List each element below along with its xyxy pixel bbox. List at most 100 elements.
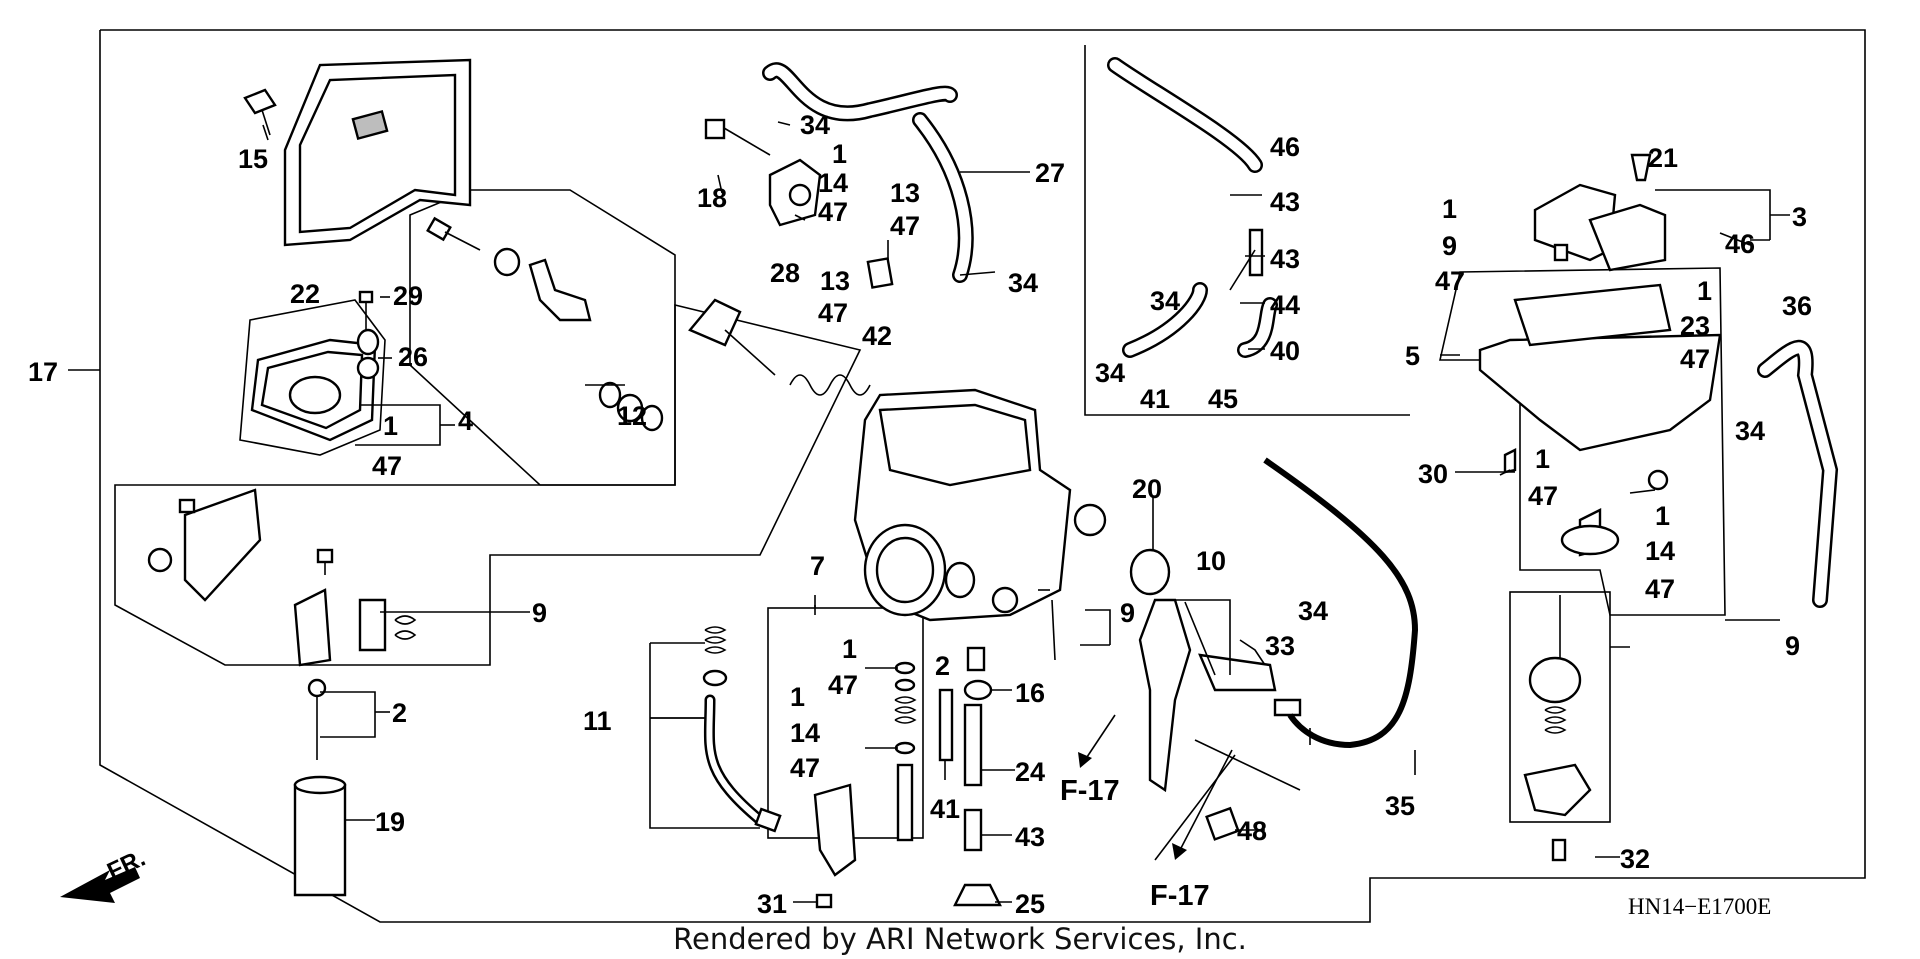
- callout: 47: [1645, 574, 1675, 604]
- callout: 1: [1535, 444, 1550, 474]
- callout: 9: [532, 598, 547, 628]
- callout: 31: [757, 889, 787, 919]
- callout: 22: [290, 279, 320, 309]
- callout: 11: [583, 706, 612, 736]
- callout: 7: [810, 551, 825, 581]
- callout: 13: [820, 266, 850, 296]
- callout: 47: [1528, 481, 1558, 511]
- callout: 41: [930, 794, 960, 824]
- callout: 1: [842, 634, 857, 664]
- pump-parts-12: [426, 216, 664, 432]
- callout: 1: [1655, 501, 1670, 531]
- callout: 32: [1620, 844, 1650, 874]
- screw-29-part: [356, 290, 380, 380]
- callout: 3: [1792, 202, 1807, 232]
- callout: 47: [790, 753, 820, 783]
- callout: 47: [372, 451, 402, 481]
- callout: 42: [862, 321, 892, 351]
- diaphragm-cover-part: [250, 338, 377, 442]
- callout: 23: [1680, 311, 1710, 341]
- group-4-gasket: [239, 299, 386, 456]
- misc-parts: [1129, 340, 1839, 841]
- callout: 28: [770, 258, 800, 288]
- callout: 34: [1735, 416, 1765, 446]
- top-cover-part: [283, 58, 472, 247]
- leader-lines: [68, 121, 1790, 903]
- sensor-28-part: [704, 118, 894, 289]
- callout: 47: [890, 211, 920, 241]
- carburetor-body: [853, 388, 1107, 622]
- callout: 20: [1132, 474, 1162, 504]
- callout: 34: [1150, 286, 1180, 316]
- callout: 29: [393, 281, 423, 311]
- drawing-code: HN14−E1700E: [1628, 894, 1771, 919]
- ref-label-f17: F-17: [1060, 775, 1120, 807]
- callout: 30: [1418, 459, 1448, 489]
- callout: 5: [1405, 341, 1420, 371]
- callout: 45: [1208, 384, 1238, 414]
- callout: 44: [1270, 290, 1300, 320]
- callout: 9: [1442, 231, 1457, 261]
- callout: 47: [1435, 266, 1465, 296]
- jets-group: [813, 646, 1002, 909]
- callout: 35: [1385, 791, 1415, 821]
- callout: 46: [1725, 229, 1755, 259]
- callout: 1: [832, 139, 847, 169]
- callout: 47: [818, 298, 848, 328]
- assembly-17-boundary: [99, 29, 1866, 923]
- callout: 47: [818, 197, 848, 227]
- callout: 43: [1270, 187, 1300, 217]
- ref-arrows: [1078, 714, 1301, 861]
- callout: 2: [392, 698, 407, 728]
- throttle-lever-10: [1138, 598, 1302, 793]
- callout: 34: [1095, 358, 1125, 388]
- throttle-linkage: [147, 298, 871, 667]
- callout: 27: [1035, 158, 1065, 188]
- callout: 9: [1785, 631, 1800, 661]
- group-8-outline: [114, 303, 862, 666]
- callout: 17: [28, 357, 58, 387]
- callout: 43: [1015, 822, 1045, 852]
- callout: 19: [375, 807, 405, 837]
- ref-label-f17: F-17: [1150, 880, 1210, 912]
- callout: 14: [790, 718, 820, 748]
- callout: 4: [458, 406, 473, 436]
- callout: 2: [935, 651, 950, 681]
- callout: 43: [1270, 244, 1300, 274]
- callout: 1: [1697, 276, 1712, 306]
- callout: 41: [1140, 384, 1170, 414]
- callout-labels: 17 15 22 29 26 1 4 47 12 18 34 1 14 47 1…: [28, 110, 1812, 919]
- callout: 21: [1648, 143, 1678, 173]
- callout: 40: [1270, 336, 1300, 366]
- callout: 46: [1270, 132, 1300, 162]
- callout: 47: [828, 670, 858, 700]
- callout: 25: [1015, 889, 1045, 919]
- callout: 15: [238, 144, 268, 174]
- callout: 26: [398, 342, 428, 372]
- footer-credit: Rendered by ARI Network Services, Inc.: [673, 922, 1247, 956]
- screw-15-part: [243, 88, 277, 136]
- callout: 47: [1680, 344, 1710, 374]
- callout: 16: [1015, 678, 1045, 708]
- callout: 33: [1265, 631, 1295, 661]
- float-chamber: [1478, 153, 1751, 557]
- callout: 34: [1008, 268, 1038, 298]
- hoses-40-45: [1107, 57, 1278, 358]
- callout: 1: [790, 682, 805, 712]
- group-9-box: [1509, 591, 1611, 823]
- callout: 1: [383, 411, 398, 441]
- vent-hose-27: [762, 62, 974, 283]
- callout: 34: [1298, 596, 1328, 626]
- needle-slide-19: [293, 678, 347, 897]
- choke-cable-11: [702, 626, 782, 833]
- diaphragm-9: [1523, 595, 1592, 862]
- group-45-box: [1084, 45, 1410, 416]
- callout: 36: [1782, 291, 1812, 321]
- callout: 12: [617, 401, 647, 431]
- front-arrow-icon: [60, 867, 140, 903]
- callout: 14: [1645, 536, 1675, 566]
- callout: 18: [697, 183, 727, 213]
- callout: 10: [1196, 546, 1226, 576]
- callout: 13: [890, 178, 920, 208]
